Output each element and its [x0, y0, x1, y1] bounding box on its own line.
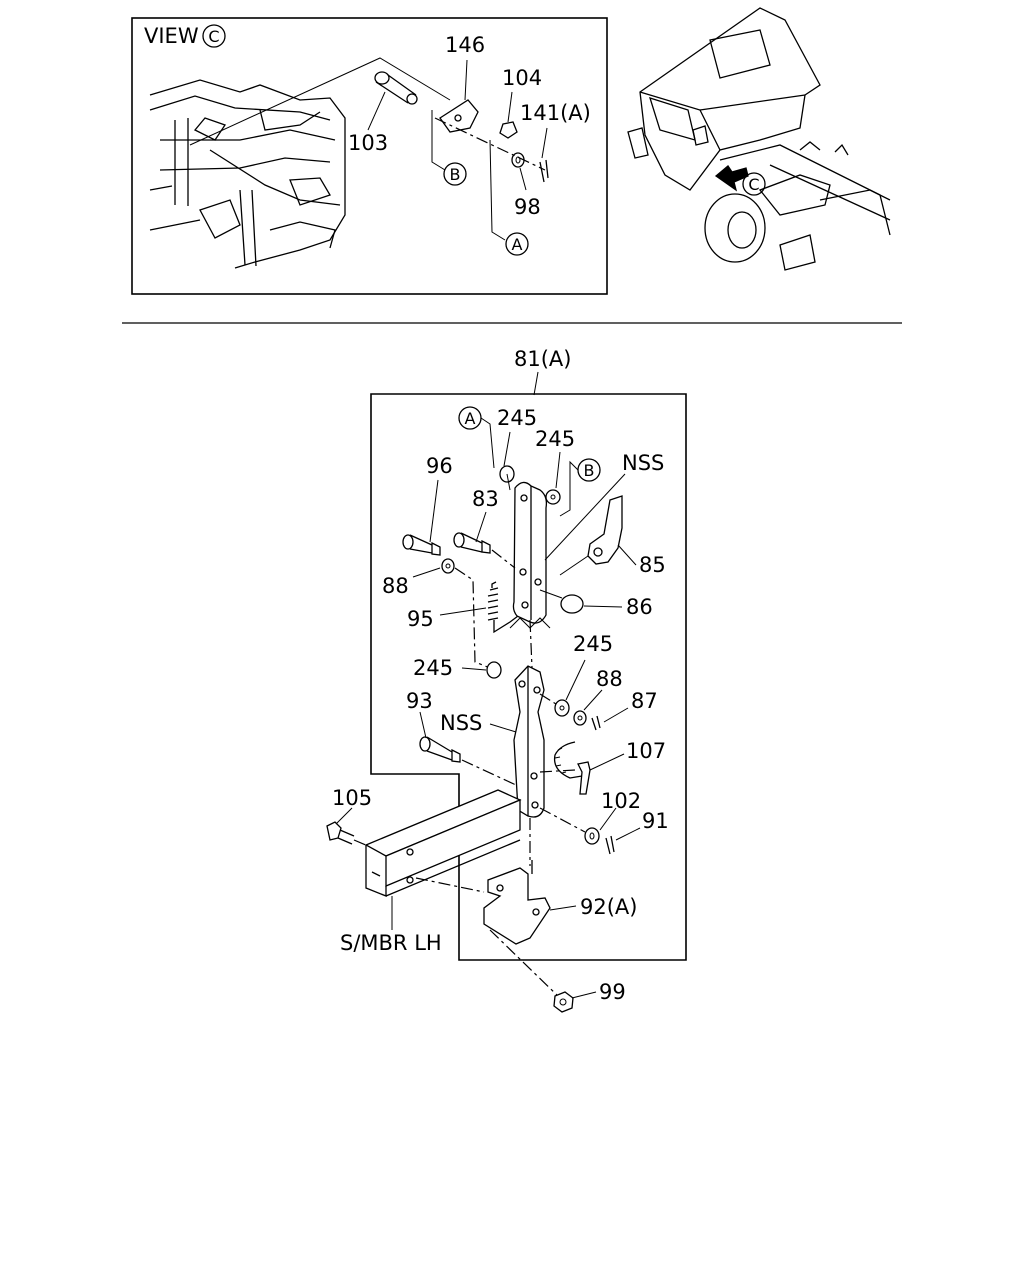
callout-95: 95 — [407, 607, 434, 631]
centerline-view — [434, 117, 546, 171]
cotter-87 — [591, 707, 629, 731]
callout-99: 99 — [599, 980, 626, 1004]
lower-link-bar — [513, 665, 545, 818]
callout-98: 98 — [514, 195, 541, 219]
callout-nss-upper: NSS — [622, 451, 664, 475]
callout-245-left: 245 — [413, 656, 453, 680]
leader-ref-b1 — [431, 110, 446, 171]
nut-99 — [553, 991, 597, 1013]
centerline-99 — [489, 929, 561, 999]
side-member — [364, 789, 522, 930]
view-title: VIEW — [144, 24, 199, 48]
assembly-frame — [370, 393, 687, 961]
callout-107: 107 — [626, 739, 666, 763]
leader-nss-lower — [489, 723, 517, 733]
callout-245-right: 245 — [573, 632, 613, 656]
bracket-85 — [559, 495, 637, 576]
washer-88-upper — [412, 558, 455, 578]
callout-92a: 92(A) — [580, 895, 637, 919]
truck-ref-letter: C — [748, 175, 759, 194]
callout-102: 102 — [601, 789, 641, 813]
assembly-label-leader — [533, 371, 539, 396]
pin-96 — [402, 479, 441, 556]
leader-ref-a2 — [480, 417, 495, 469]
spring-95 — [439, 581, 519, 634]
cotter-91 — [605, 827, 641, 855]
pin-93 — [419, 711, 517, 786]
ref-letter-b1: B — [450, 165, 461, 184]
callout-96: 96 — [426, 454, 453, 478]
leader-nss-upper — [544, 473, 626, 561]
leader-ref-a1 — [489, 139, 506, 241]
view-c-frame — [131, 17, 608, 295]
callout-141a: 141(A) — [520, 101, 591, 125]
callout-103: 103 — [348, 131, 388, 155]
ref-letter-a1: A — [512, 235, 523, 254]
callout-83: 83 — [472, 487, 499, 511]
ref-circle-b1 — [443, 162, 467, 186]
bolt-105 — [326, 807, 369, 847]
leader-ref-b2 — [559, 460, 579, 517]
ref-letter-a2: A — [465, 409, 476, 428]
callout-nss-lower: NSS — [440, 711, 482, 735]
clip-86 — [539, 589, 623, 614]
member-label: S/MBR LH — [340, 931, 442, 955]
ref-circle-a1 — [505, 232, 529, 256]
callout-146: 146 — [445, 33, 485, 57]
view-circle-letter: C — [208, 27, 219, 46]
bracket-146 — [439, 59, 479, 133]
washer-98 — [511, 152, 527, 191]
callout-85: 85 — [639, 553, 666, 577]
callout-245-top: 245 — [497, 406, 537, 430]
assembly-label: 81(A) — [514, 347, 571, 371]
chain-107 — [539, 741, 625, 795]
upper-link-bar — [512, 481, 548, 624]
callout-91: 91 — [642, 809, 669, 833]
callout-88-upper: 88 — [382, 574, 409, 598]
pin-83 — [453, 511, 516, 569]
callout-88-lower: 88 — [596, 667, 623, 691]
callout-87: 87 — [631, 689, 658, 713]
ref-letter-b2: B — [584, 461, 595, 480]
bushing-245-second — [545, 451, 561, 505]
washer-88-lower — [573, 689, 603, 726]
frame-rail-sketch — [149, 57, 451, 269]
view-circle-outline — [202, 24, 226, 48]
bushing-245-right — [539, 659, 586, 717]
view-c-inset: VIEW C 103 — [131, 17, 608, 295]
nut-104 — [499, 91, 518, 139]
bracket-92a — [415, 818, 577, 945]
centerline-96 — [454, 567, 491, 669]
truck-sketch: C — [627, 7, 891, 271]
assembly-81a: 81(A) 245 — [326, 347, 687, 1013]
callout-245-second: 245 — [535, 427, 575, 451]
callout-93: 93 — [406, 689, 433, 713]
truck-ref-circle — [742, 172, 766, 196]
bushing-245-top — [499, 431, 515, 491]
cotter-141a — [539, 127, 549, 183]
bushing-245-left — [461, 661, 502, 679]
callout-86: 86 — [626, 595, 653, 619]
break-mark — [509, 617, 551, 629]
washer-102 — [539, 807, 617, 845]
pin-103 — [367, 71, 418, 131]
callout-104: 104 — [502, 66, 542, 90]
callout-105: 105 — [332, 786, 372, 810]
